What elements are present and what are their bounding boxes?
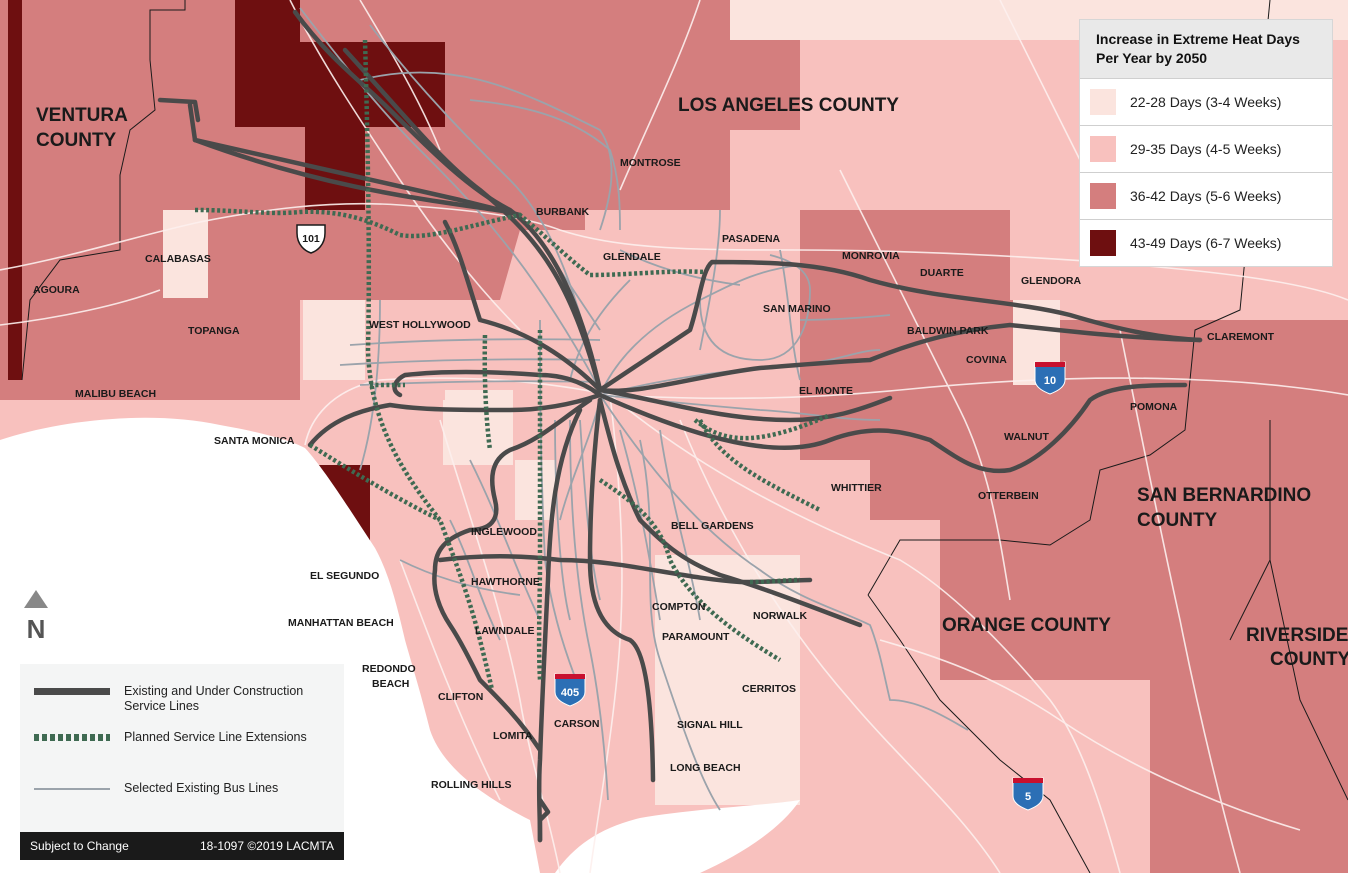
heat-legend-title: Increase in Extreme Heat Days Per Year b…: [1080, 20, 1332, 78]
line-legend-label: Selected Existing Bus Lines: [124, 781, 279, 795]
place-label: TOPANGA: [188, 325, 240, 337]
north-arrow: N: [22, 590, 50, 650]
svg-text:101: 101: [302, 233, 320, 245]
heat-legend-label: 43-49 Days (6-7 Weeks): [1130, 235, 1282, 251]
place-label: COVINA: [966, 354, 1007, 366]
county-label-riverside-line2: COUNTY: [1270, 649, 1348, 670]
place-label: WALNUT: [1004, 431, 1049, 443]
place-label: BELL GARDENS: [671, 520, 754, 532]
line-legend: Existing and Under Construction Service …: [20, 664, 344, 860]
heat-legend-label: 29-35 Days (4-5 Weeks): [1130, 141, 1282, 157]
place-label: GLENDALE: [603, 251, 661, 263]
long-beach-harbor: [555, 800, 800, 873]
line-legend-item: Planned Service Line Extensions: [34, 730, 344, 745]
place-label: CALABASAS: [145, 253, 211, 265]
svg-text:405: 405: [561, 687, 579, 699]
us-101-shield-icon: 101: [296, 224, 326, 254]
heat-swatch-22-28: [1090, 89, 1116, 115]
bus-line-symbol-icon: [34, 781, 110, 796]
place-label: SAN MARINO: [763, 303, 831, 315]
county-label-los-angeles: LOS ANGELES COUNTY: [678, 95, 899, 116]
place-label: EL SEGUNDO: [310, 570, 379, 582]
existing-rail-lines: [157, 9, 1203, 843]
place-label: LAWNDALE: [475, 625, 535, 637]
place-label: MONROVIA: [842, 250, 900, 262]
county-label-riverside: RIVERSIDE: [1246, 625, 1348, 646]
svg-text:5: 5: [1025, 791, 1031, 803]
place-label: OTTERBEIN: [978, 490, 1039, 502]
county-label-ventura: VENTURA: [36, 105, 128, 126]
heat-swatch-29-35: [1090, 136, 1116, 162]
footer-copyright: 18-1097 ©2019 LACMTA: [199, 839, 334, 853]
county-label-san-bernardino-line2: COUNTY: [1137, 510, 1218, 531]
county-boundaries: [21, 0, 1348, 873]
place-label: AGOURA: [33, 284, 80, 296]
place-label: REDONDO: [362, 663, 416, 675]
place-label: ROLLING HILLS: [431, 779, 512, 791]
heat-swatch-43-49: [1090, 230, 1116, 256]
county-label-san-bernardino: SAN BERNARDINO: [1137, 485, 1311, 506]
i-5-shield-icon: 5: [1012, 777, 1044, 811]
heat-legend-label: 22-28 Days (3-4 Weeks): [1130, 94, 1282, 110]
heat-legend-item: 43-49 Days (6-7 Weeks): [1080, 219, 1332, 266]
place-label: POMONA: [1130, 401, 1178, 413]
heat-swatch-36-42: [1090, 183, 1116, 209]
place-label: SIGNAL HILL: [677, 719, 743, 731]
place-label: DUARTE: [920, 267, 964, 279]
place-label: PASADENA: [722, 233, 781, 245]
place-label: COMPTON: [652, 601, 705, 613]
place-label: BALDWIN PARK: [907, 325, 989, 337]
place-label: EL MONTE: [799, 385, 853, 397]
heat-legend-item: 36-42 Days (5-6 Weeks): [1080, 172, 1332, 219]
planned-rail-lines: [194, 39, 831, 691]
existing-line-symbol-icon: [34, 684, 110, 699]
heat-legend-item: 22-28 Days (3-4 Weeks): [1080, 78, 1332, 125]
place-label: CERRITOS: [742, 683, 796, 695]
line-legend-label: Planned Service Line Extensions: [124, 730, 307, 744]
svg-text:N: N: [27, 614, 46, 644]
place-label: MONTROSE: [620, 157, 681, 169]
place-label: CLAREMONT: [1207, 331, 1275, 343]
place-label: PARAMOUNT: [662, 631, 730, 643]
footer-bar: Subject to Change 18-1097 ©2019 LACMTA: [20, 832, 344, 860]
heat-legend-label: 36-42 Days (5-6 Weeks): [1130, 188, 1282, 204]
svg-text:10: 10: [1044, 375, 1056, 387]
place-label: BEACH: [372, 678, 409, 690]
county-label-orange: ORANGE COUNTY: [942, 615, 1111, 636]
place-label: CARSON: [554, 718, 600, 730]
footer-disclaimer: Subject to Change: [30, 839, 129, 853]
place-label: MALIBU BEACH: [75, 388, 156, 400]
place-label: NORWALK: [753, 610, 807, 622]
planned-line-symbol-icon: [34, 730, 110, 745]
line-legend-item: Selected Existing Bus Lines: [34, 781, 344, 796]
place-label: WEST HOLLYWOOD: [369, 319, 471, 331]
place-label: CLIFTON: [438, 691, 483, 703]
heat-legend: Increase in Extreme Heat Days Per Year b…: [1080, 20, 1332, 266]
line-legend-label: Existing and Under Construction Service …: [124, 684, 304, 713]
place-label: MANHATTAN BEACH: [288, 617, 394, 629]
place-label: SANTA MONICA: [214, 435, 295, 447]
i-10-shield-icon: 10: [1034, 361, 1066, 395]
line-legend-item: Existing and Under Construction Service …: [34, 684, 344, 714]
place-label: HAWTHORNE: [471, 576, 540, 588]
place-label: BURBANK: [536, 206, 589, 218]
i-405-shield-icon: 405: [554, 673, 586, 707]
heat-legend-item: 29-35 Days (4-5 Weeks): [1080, 125, 1332, 172]
place-label: LOMITA: [493, 730, 533, 742]
north-arrow-icon: N: [24, 590, 48, 644]
county-label-ventura-line2: COUNTY: [36, 130, 117, 151]
place-label: WHITTIER: [831, 482, 882, 494]
place-label: INGLEWOOD: [471, 526, 537, 538]
place-label: GLENDORA: [1021, 275, 1082, 287]
place-label: LONG BEACH: [670, 762, 741, 774]
